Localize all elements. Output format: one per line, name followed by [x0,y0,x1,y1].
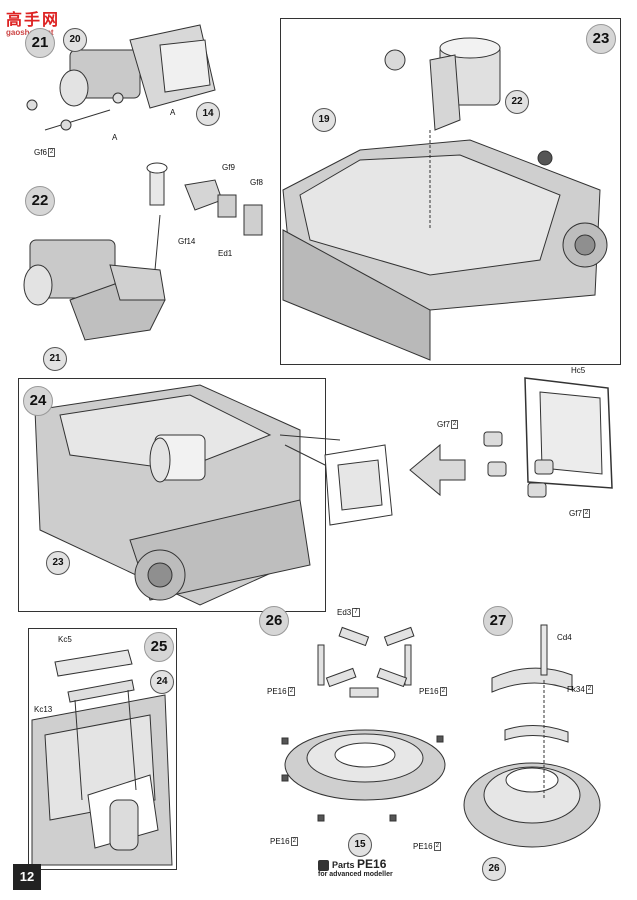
photo-etch-icon [318,860,329,872]
step-27-ring-drawing [463,624,601,848]
part-gf9-label: Gf9 [222,163,235,172]
step-24-number: 24 [23,386,53,416]
step-22-number: 22 [25,186,55,216]
callout-19: 19 [312,108,336,132]
step-21-motor-drawing [26,24,216,131]
step-26-number: 26 [259,606,289,636]
part-ed1-label: Ed1 [218,249,233,258]
part-kc5-label: Kc5 [58,635,72,644]
part-gf14-label: Gf14 [178,237,196,246]
page-number: 12 [13,864,41,890]
part-letter-a1: A [170,108,176,117]
step-24-hatch-drawing [483,377,613,498]
step-23-hull-drawing [282,37,608,361]
part-kc13-label: Kc13 [34,705,53,714]
step-24-arrow [409,443,466,497]
part-gf8-label: Gf8 [250,178,263,187]
step-24-hull-drawing [34,384,393,606]
callout-23: 23 [46,551,70,575]
step-21-number: 21 [25,28,55,58]
part-letter-a2: A [112,133,118,142]
step-22-motor-drawing [23,162,263,341]
step-25-number: 25 [144,632,174,662]
callout-15: 15 [348,833,372,857]
part-cd4-label: Cd4 [557,633,572,642]
part-hc5-label: Hc5 [571,366,586,375]
callout-20: 20 [63,28,87,52]
photo-etch-note: Parts PE16 for advanced modeller [318,857,393,879]
callout-24: 24 [150,670,174,694]
step-27-number: 27 [483,606,513,636]
step-23-number: 23 [586,24,616,54]
callout-26: 26 [482,857,506,881]
step-25-interior-drawing [31,649,173,866]
callout-21: 21 [43,347,67,371]
callout-22: 22 [505,90,529,114]
step-26-ring-drawing [281,626,446,822]
callout-14: 14 [196,102,220,126]
